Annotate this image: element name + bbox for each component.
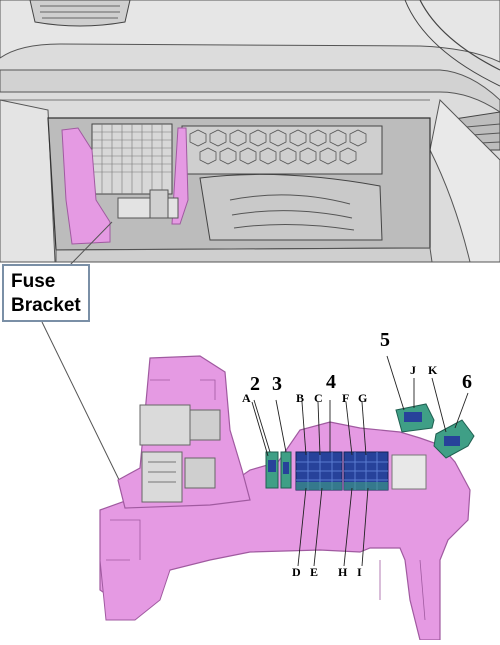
callout-leader-lower xyxy=(41,321,125,491)
fuse-label-D: D xyxy=(292,565,301,579)
relay-3 xyxy=(280,451,292,489)
relay-label-5: 5 xyxy=(380,329,390,351)
fuse-label-E: E xyxy=(310,565,318,579)
fuse-label-C: C xyxy=(314,391,323,405)
fuse-label-J: J xyxy=(410,363,416,377)
callout-line-1: Fuse xyxy=(11,271,56,292)
fuse-bracket-callout: Fuse Bracket xyxy=(2,264,90,322)
callout-leader-upper xyxy=(69,221,113,266)
relay-labels: 2 3 4 5 6 xyxy=(250,329,472,395)
relay-2 xyxy=(265,451,279,489)
fuse-label-A: A xyxy=(242,391,251,405)
relay-5 xyxy=(395,403,435,433)
fuse-group-f-i xyxy=(343,451,389,491)
relay-label-2: 2 xyxy=(250,373,260,395)
fuse-labels: A B C D E F G H I J K xyxy=(242,363,438,579)
callout-line-2: Bracket xyxy=(11,295,81,316)
fuse-label-G: G xyxy=(358,391,367,405)
fuse-label-B: B xyxy=(296,391,304,405)
fuse-bracket xyxy=(99,355,471,641)
relay-label-3: 3 xyxy=(272,373,282,395)
fuse-label-I: I xyxy=(357,565,362,579)
label-leaders xyxy=(251,355,469,567)
fuse-label-H: H xyxy=(338,565,348,579)
fuse-label-F: F xyxy=(342,391,349,405)
relay-label-4: 4 xyxy=(326,371,336,393)
dashboard-view xyxy=(0,0,500,263)
relay-label-6: 6 xyxy=(462,371,472,393)
fuse-label-K: K xyxy=(428,363,438,377)
fuse-group-b-e xyxy=(295,451,343,491)
relay-6 xyxy=(433,419,475,459)
